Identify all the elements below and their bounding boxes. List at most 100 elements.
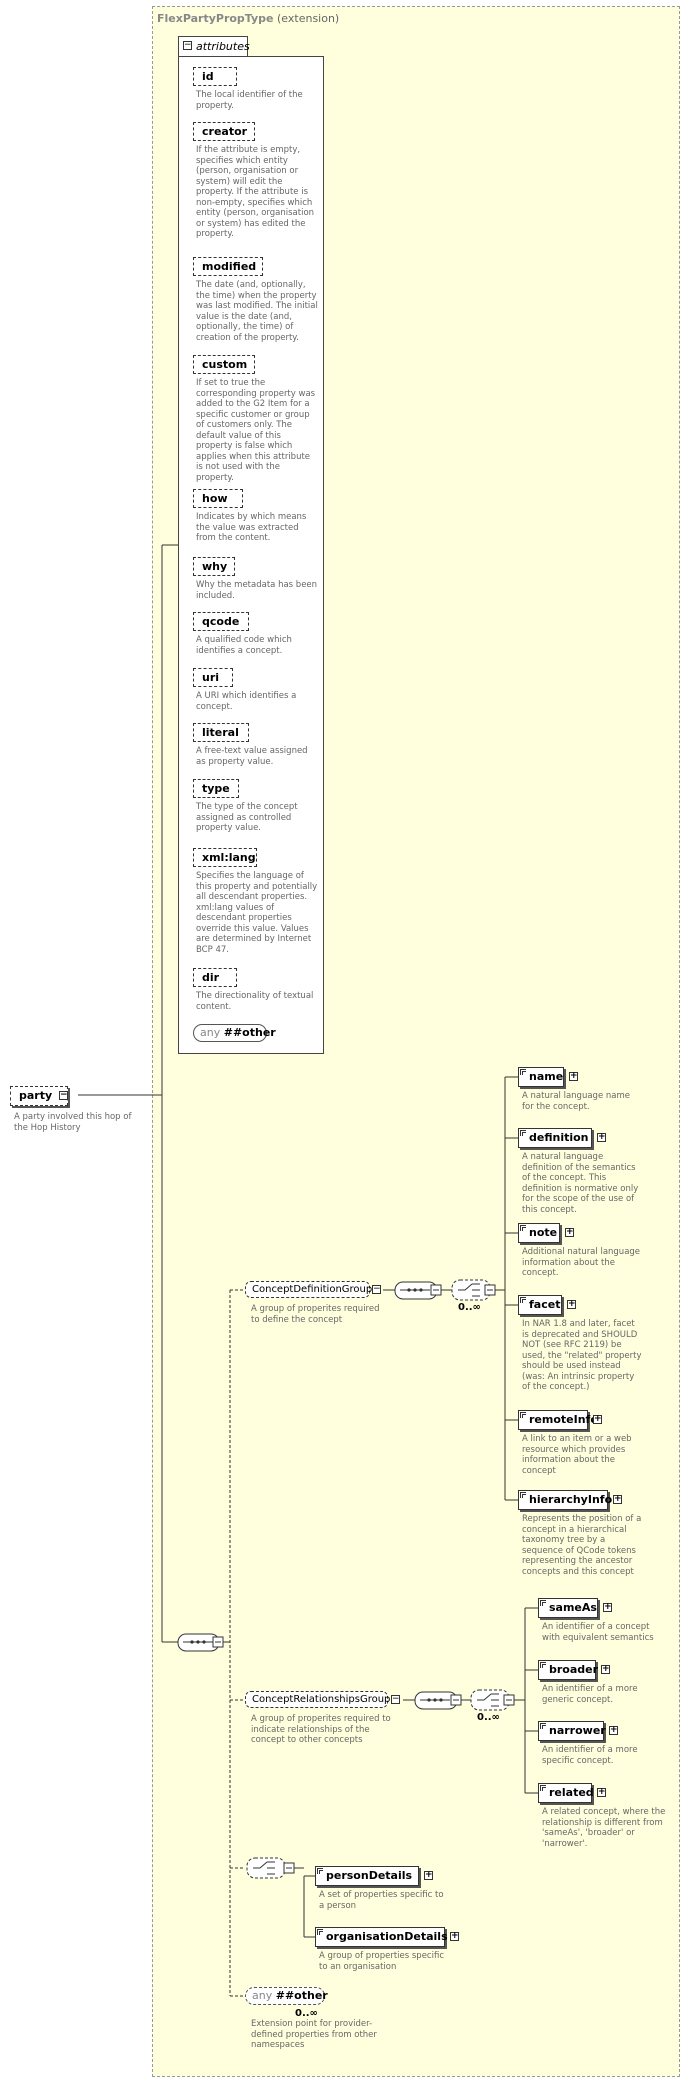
expand-icon[interactable]: + [567, 1299, 576, 1309]
attribute-description: A free-text value assigned as property v… [196, 746, 308, 767]
element-marker-icon [522, 1132, 526, 1136]
attributes-tab-label: attributes [196, 40, 250, 53]
element-related[interactable]: related+ [538, 1783, 606, 1803]
element-name[interactable]: name + [518, 1067, 578, 1087]
any-element[interactable]: any ##other [245, 1987, 328, 2005]
attribute-xml-lang[interactable]: xml:lang [193, 848, 257, 867]
element-description: Additional natural language information … [522, 1247, 641, 1278]
attribute-name: qcode [202, 615, 240, 628]
attribute-custom[interactable]: custom [193, 355, 255, 374]
element-name: personDetails [326, 1869, 413, 1882]
element-organisationDetails[interactable]: organisationDetails+ [315, 1927, 459, 1947]
party-element-name: party [19, 1089, 53, 1102]
attribute-name: how [202, 492, 228, 505]
attribute-name: why [202, 560, 228, 573]
element-marker-icon [520, 1492, 526, 1498]
element-name: broader [549, 1663, 599, 1676]
element-sameAs[interactable]: sameAs+ [538, 1598, 612, 1618]
attribute-name: literal [202, 726, 239, 739]
choice-compositor-conceptrel [470, 1689, 515, 1711]
element-personDetails[interactable]: personDetails + [315, 1866, 433, 1886]
element-name: note [529, 1226, 558, 1239]
collapse-icon[interactable]: − [183, 40, 192, 50]
sequence-compositor-main [177, 1633, 224, 1652]
any-element-description: Extension point for provider-defined pro… [251, 2019, 377, 2050]
party-description: A party involved this hop of the Hop His… [14, 1112, 132, 1133]
expand-icon[interactable]: + [597, 1132, 606, 1142]
concept-relationships-group-description: A group of properites required to indica… [251, 1714, 391, 1745]
attribute-qcode[interactable]: qcode [193, 612, 249, 631]
element-note[interactable]: note + [518, 1223, 574, 1243]
expand-icon[interactable]: + [613, 1494, 622, 1504]
party-element[interactable]: party − [10, 1086, 68, 1106]
concept-relationships-occurs: 0..∞ [477, 1712, 500, 1723]
element-marker-icon [540, 1662, 546, 1668]
sequence-compositor-conceptrel [414, 1691, 462, 1710]
element-description: A set of properties specific to a person [319, 1890, 444, 1911]
sequence-compositor-conceptdef [394, 1281, 442, 1300]
element-description: A related concept, where the relationshi… [542, 1807, 666, 1849]
element-name: related [549, 1786, 594, 1799]
attribute-dir[interactable]: dir [193, 968, 237, 987]
any-attribute[interactable]: any ##other [193, 1024, 276, 1042]
attribute-id[interactable]: id [193, 67, 237, 86]
choice-compositor-details [246, 1857, 295, 1879]
expand-icon[interactable]: + [603, 1602, 612, 1612]
attribute-uri[interactable]: uri [193, 668, 233, 687]
collapse-icon[interactable]: − [391, 1694, 400, 1704]
attribute-how[interactable]: how [193, 489, 243, 508]
element-description: A group of properties specific to an org… [319, 1951, 444, 1972]
attribute-type[interactable]: type [193, 779, 239, 798]
attribute-name: uri [202, 671, 220, 684]
attribute-name: id [202, 70, 214, 83]
attribute-name: xml:lang [202, 851, 256, 864]
any-element-value: ##other [275, 1989, 328, 2002]
collapse-icon[interactable]: − [59, 1090, 68, 1100]
collapse-icon[interactable]: − [372, 1284, 381, 1294]
attribute-creator[interactable]: creator [193, 122, 255, 141]
concept-definition-group-description: A group of properites required to define… [251, 1304, 380, 1325]
element-marker-icon [522, 1071, 526, 1075]
attribute-name: dir [202, 971, 220, 984]
element-marker-icon [540, 1600, 546, 1606]
concept-definition-occurs: 0..∞ [458, 1302, 481, 1313]
element-marker-icon [540, 1723, 546, 1729]
element-remoteInfo[interactable]: remoteInfo+ [518, 1410, 602, 1430]
expand-icon[interactable]: + [565, 1227, 574, 1237]
expand-icon[interactable]: + [597, 1787, 606, 1797]
attribute-description: The type of the concept assigned as cont… [196, 802, 298, 833]
attributes-tab[interactable]: − attributes [178, 36, 250, 56]
concept-relationships-group[interactable]: ConceptRelationshipsGroup [245, 1691, 390, 1708]
element-name: facet [529, 1298, 561, 1311]
attribute-description: If the attribute is empty, specifies whi… [196, 145, 315, 239]
expand-icon[interactable]: + [593, 1414, 602, 1424]
element-broader[interactable]: broader+ [538, 1660, 610, 1680]
element-marker-icon [542, 1664, 546, 1668]
concept-definition-group[interactable]: ConceptDefinitionGroup [245, 1281, 373, 1298]
element-marker-icon [522, 1227, 526, 1231]
choice-compositor-conceptdef [451, 1279, 496, 1301]
element-description: An identifier of a more generic concept. [542, 1684, 638, 1705]
element-facet[interactable]: facet + [518, 1295, 576, 1315]
element-name: hierarchyInfo [529, 1493, 613, 1506]
attribute-modified[interactable]: modified [193, 257, 263, 276]
concept-definition-group-name: ConceptDefinitionGroup [252, 1284, 373, 1295]
attribute-name: modified [202, 260, 257, 273]
expand-icon[interactable]: + [609, 1725, 618, 1735]
expand-icon[interactable]: + [569, 1071, 578, 1081]
element-definition[interactable]: definition+ [518, 1128, 606, 1148]
attribute-description: Specifies the language of this property … [196, 871, 318, 955]
element-name: name [529, 1070, 564, 1083]
element-marker-icon [520, 1412, 526, 1418]
expand-icon[interactable]: + [601, 1664, 610, 1674]
attribute-literal[interactable]: literal [193, 723, 249, 742]
expand-icon[interactable]: + [424, 1870, 433, 1880]
attribute-description: The local identifier of the property. [196, 90, 303, 111]
attribute-why[interactable]: why [193, 557, 235, 576]
element-marker-icon [542, 1725, 546, 1729]
element-description: A link to an item or a web resource whic… [522, 1434, 632, 1476]
element-hierarchyInfo[interactable]: hierarchyInfo+ [518, 1490, 622, 1510]
element-narrower[interactable]: narrower+ [538, 1721, 618, 1741]
expand-icon[interactable]: + [450, 1931, 459, 1941]
